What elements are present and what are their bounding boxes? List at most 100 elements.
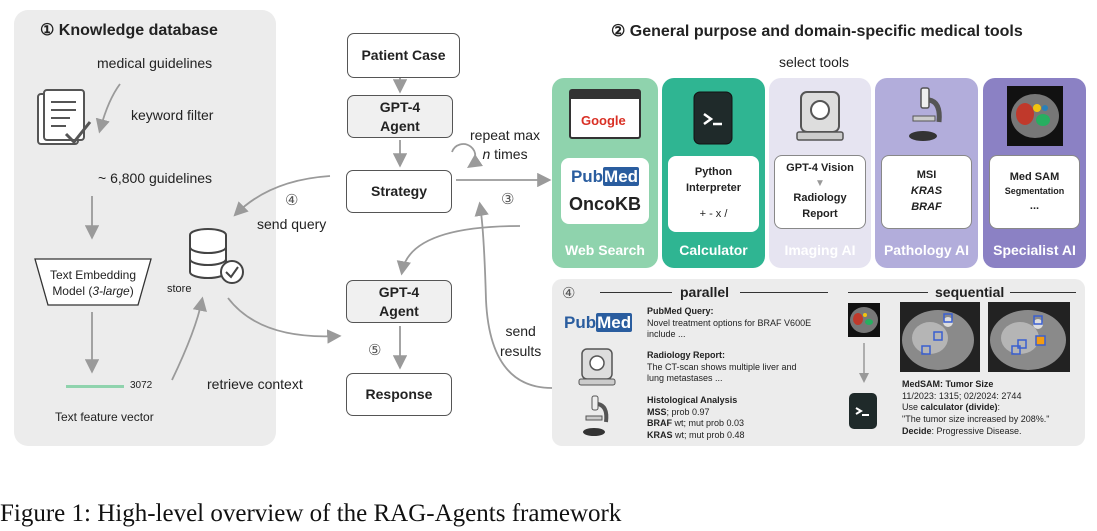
embedding-model-line2-post: ) — [129, 284, 134, 299]
pathology-line1: MSI — [916, 169, 937, 182]
imaging-arrow-down-icon: ▼ — [815, 177, 825, 189]
imaging-line1: GPT-4 Vision — [786, 161, 854, 174]
knowledge-database-panel — [14, 10, 276, 446]
agent2-line2: Agent — [379, 302, 419, 319]
agent1-line2: Agent — [380, 117, 420, 134]
imaging-ai-name: Imaging AI — [784, 242, 856, 258]
pathology-ai-tool: MSI KRAS BRAF Pathology AI — [875, 78, 978, 268]
mri-small-icon — [578, 347, 616, 387]
pubmed-result-l1: Novel treatment options for BRAF V600E — [647, 317, 812, 328]
terminal-icon — [692, 90, 734, 146]
web-search-name: Web Search — [565, 242, 645, 258]
repeat-line2: times — [490, 145, 528, 162]
document-check-icon — [36, 88, 94, 150]
sequential-label: sequential — [935, 284, 1005, 300]
pubmed-logo-med: Med — [603, 166, 640, 186]
response-box: Response — [346, 373, 452, 416]
step-5-number: ⑤ — [368, 342, 382, 359]
microscope-icon — [907, 86, 947, 144]
specialist-line2: Segmentation — [1004, 186, 1065, 197]
pubmed-small-pub: Pub — [564, 313, 597, 332]
embedding-model-line1: Text Embedding — [49, 268, 137, 282]
kras-label: KRAS — [647, 430, 673, 441]
send-results-line2: results — [500, 342, 542, 359]
window-title-bar — [571, 91, 639, 99]
medsam-card: Med SAM Segmentation ... — [989, 155, 1080, 229]
terminal-small-icon — [848, 392, 878, 430]
google-logo: Google — [581, 113, 626, 128]
segmentation-result-text: MedSAM: Tumor Size 11/2023: 1315; 02/202… — [902, 379, 1049, 437]
pubmed-oncokb-card: PubMed OncoKB — [561, 158, 649, 224]
pathology-line3: BRAF — [911, 200, 942, 213]
step-3-number: ③ — [501, 191, 515, 208]
patient-case-box: Patient Case — [347, 33, 460, 78]
imaging-line3: Report — [802, 208, 838, 221]
embedding-model-line2-pre: Model ( — [52, 284, 93, 299]
keyword-filter-label: keyword filter — [131, 107, 214, 123]
seg-head: MedSAM: Tumor Size — [902, 379, 994, 389]
figure-caption: Figure 1: High-level overview of the RAG… — [0, 500, 622, 527]
seg-l2-pre: Use — [902, 402, 921, 413]
seg-l3: "The tumor size increased by 208%." — [902, 414, 1050, 425]
python-interpreter-card: Python Interpreter + - x / — [668, 156, 759, 232]
calculator-name: Calculator — [679, 242, 748, 258]
pathology-line2: KRAS — [910, 185, 943, 198]
radiology-result-l2: lung metastases ... — [647, 373, 723, 384]
agent2-line1: GPT-4 — [378, 283, 420, 300]
strategy-label: Strategy — [370, 183, 428, 200]
msi-value: ; prob 0.97 — [666, 406, 710, 417]
histology-result-text: Histological Analysis MSS; prob 0.97 BRA… — [647, 395, 745, 442]
sequential-rule-left — [848, 292, 928, 293]
parallel-label: parallel — [680, 284, 730, 300]
store-label: store — [167, 283, 192, 295]
imaging-ai-tool: GPT-4 Vision ▼ Radiology Report Imaging … — [769, 78, 871, 268]
braf-value: wt; mut prob 0.03 — [672, 418, 745, 429]
calculator-tool: Python Interpreter + - x / Calculator — [662, 78, 765, 268]
pubmed-result-text: PubMed Query: Novel treatment options fo… — [647, 306, 811, 341]
pubmed-result-head: PubMed Query: — [647, 306, 714, 316]
feature-vector-line — [66, 385, 124, 388]
radiology-result-head: Radiology Report: — [647, 350, 725, 360]
specialist-ai-tool: Med SAM Segmentation ... Specialist AI — [983, 78, 1086, 268]
radiology-result-l1: The CT-scan shows multiple liver and — [647, 361, 797, 372]
seg-l2-post: : — [997, 402, 1001, 413]
flow-arrows — [84, 78, 553, 389]
select-tools-label: select tools — [779, 54, 850, 70]
liver-ct-scan-1 — [900, 302, 980, 372]
calc-line2: Interpreter — [685, 182, 742, 195]
strategy-box: Strategy — [346, 170, 452, 213]
pubmed-logo: PubMed — [564, 313, 633, 333]
ct-thumbnail — [848, 303, 880, 337]
guidelines-count-label: ~ 6,800 guidelines — [98, 170, 213, 186]
pubmed-logo-pub: Pub — [570, 166, 604, 186]
specialist-ai-name: Specialist AI — [993, 242, 1076, 258]
patient-case-label: Patient Case — [361, 47, 446, 64]
mri-scanner-icon — [795, 88, 845, 144]
calc-line1: Python — [694, 166, 733, 179]
vector-dimension-label: 3072 — [130, 380, 153, 391]
send-query-number: ④ — [285, 192, 299, 209]
knowledge-database-title: ① Knowledge database — [40, 22, 218, 39]
microscope-small-icon — [582, 394, 612, 438]
liver-ct-scan-2 — [988, 302, 1070, 372]
retrieve-context-label: retrieve context — [207, 376, 303, 392]
agent1-line1: GPT-4 — [379, 98, 421, 115]
web-search-tool: Google PubMed OncoKB Web Search — [552, 78, 658, 268]
seq-arrow-down-icon — [858, 343, 870, 385]
specialist-line3: ... — [1029, 199, 1040, 212]
tools-title: ② General purpose and domain-specific me… — [611, 23, 1023, 40]
seg-l1: 11/2023: 1315; 02/2024: 2744 — [902, 390, 1022, 401]
response-label: Response — [365, 386, 433, 403]
embedding-model-box: Text Embedding Model (3-large) — [34, 258, 152, 306]
sequential-rule-right — [1010, 292, 1076, 293]
pubmed-small-med: Med — [596, 313, 633, 332]
seg-l2-bold: calculator (divide) — [920, 402, 998, 413]
calc-ops: + - x / — [699, 207, 728, 220]
send-results-line1: send — [505, 323, 536, 339]
medical-guidelines-label: medical guidelines — [97, 55, 213, 71]
ct-slice-image — [1007, 86, 1063, 146]
parallel-rule-right — [740, 292, 828, 293]
repeat-n: n — [482, 145, 491, 162]
repeat-label: repeat max n times — [470, 126, 540, 164]
